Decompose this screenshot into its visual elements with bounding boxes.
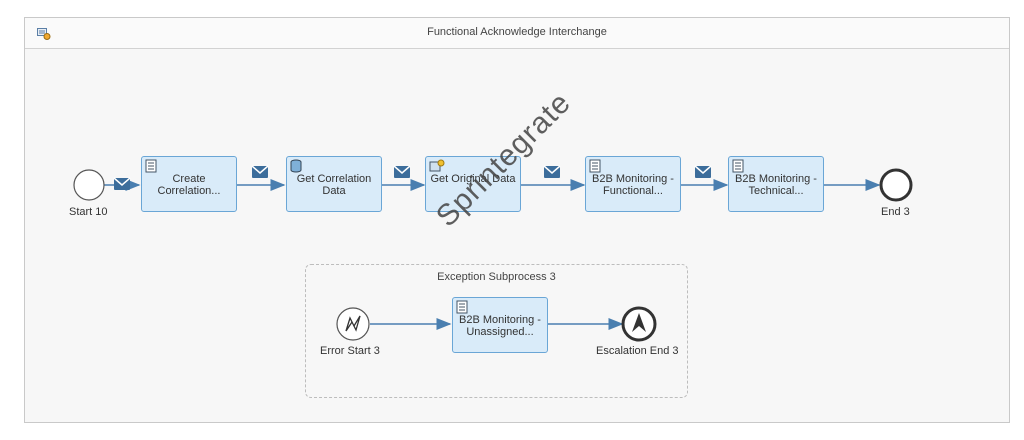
task-label: Get Original Data bbox=[430, 173, 516, 185]
task-b2b-monitoring-unassigned[interactable]: B2B Monitoring - Unassigned... bbox=[452, 297, 548, 353]
message-envelope-icon bbox=[251, 165, 269, 178]
task-label: B2B Monitoring - Technical... bbox=[735, 173, 817, 197]
task-label: Get Correlation Data bbox=[296, 173, 372, 197]
start-event-label: Start 10 bbox=[69, 206, 108, 218]
exception-subprocess[interactable]: Exception Subprocess 3 bbox=[305, 264, 688, 398]
pool-title: Functional Acknowledge Interchange bbox=[427, 26, 607, 38]
task-get-original-data[interactable]: Get Original Data bbox=[425, 156, 521, 212]
task-label: Create Correlation... bbox=[157, 173, 221, 197]
error-lightning-icon bbox=[345, 315, 361, 332]
data-store-icon bbox=[290, 159, 302, 178]
end-event[interactable] bbox=[879, 168, 913, 202]
pool-header: Functional Acknowledge Interchange bbox=[25, 18, 1009, 49]
escalation-end-label: Escalation End 3 bbox=[596, 345, 679, 357]
task-b2b-monitoring-technical[interactable]: B2B Monitoring - Technical... bbox=[728, 156, 824, 212]
subprocess-title: Exception Subprocess 3 bbox=[437, 271, 556, 283]
task-label: B2B Monitoring - Unassigned... bbox=[459, 314, 541, 338]
content-enricher-icon bbox=[429, 159, 445, 178]
error-start-label: Error Start 3 bbox=[320, 345, 380, 357]
task-create-correlation[interactable]: Create Correlation... bbox=[141, 156, 237, 212]
task-get-correlation-data[interactable]: Get Correlation Data bbox=[286, 156, 382, 212]
message-envelope-icon bbox=[543, 165, 561, 178]
escalation-arrow-icon bbox=[632, 313, 646, 332]
message-envelope-icon bbox=[694, 165, 712, 178]
message-envelope-icon bbox=[393, 165, 411, 178]
script-icon bbox=[145, 159, 159, 178]
script-icon bbox=[732, 159, 746, 178]
script-icon bbox=[589, 159, 603, 178]
end-event-label: End 3 bbox=[881, 206, 910, 218]
integration-flow-icon bbox=[37, 27, 51, 45]
task-label: B2B Monitoring - Functional... bbox=[592, 173, 674, 197]
message-envelope-icon bbox=[113, 177, 131, 190]
task-b2b-monitoring-functional[interactable]: B2B Monitoring - Functional... bbox=[585, 156, 681, 212]
start-event[interactable] bbox=[73, 169, 105, 201]
script-icon bbox=[456, 300, 470, 319]
integration-process-pool: Functional Acknowledge Interchange bbox=[24, 17, 1010, 423]
